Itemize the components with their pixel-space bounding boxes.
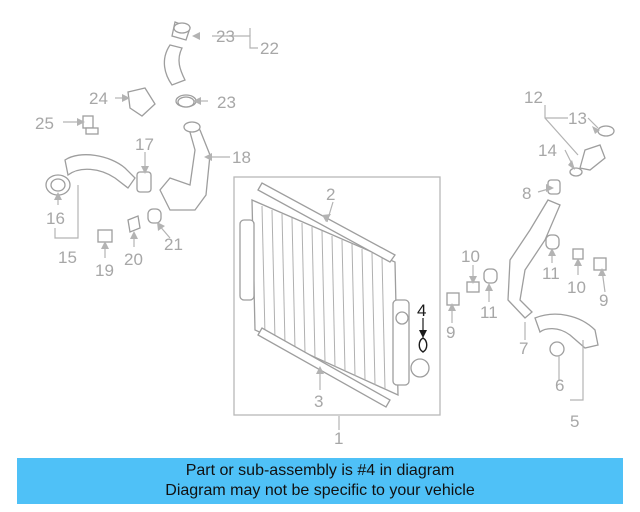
assembly-frame (233, 176, 441, 416)
arrowhead-13 (592, 126, 600, 134)
bolt-25 (82, 115, 99, 135)
callout-15: 15 (58, 248, 77, 267)
callout-17: 17 (135, 135, 154, 154)
callout-9-left: 9 (446, 323, 455, 342)
callout-22: 22 (260, 39, 279, 58)
arrowhead-20 (130, 231, 138, 239)
clip-20 (127, 215, 141, 233)
callout-25: 25 (35, 114, 54, 133)
banner-line-part: Part or sub-assembly is #4 in diagram (185, 462, 455, 479)
callout-11-right: 11 (542, 264, 560, 283)
arrowhead-23-top (192, 32, 200, 40)
callout-1: 1 (334, 429, 343, 448)
arrowhead-14 (568, 160, 575, 170)
info-banner: Part or sub-assembly is #4 in diagram Di… (17, 458, 623, 504)
grommet-21 (147, 208, 162, 224)
arrowhead-18 (204, 153, 212, 161)
arrowhead-3 (316, 366, 324, 374)
callout-24: 24 (89, 89, 108, 108)
callout-9-right: 9 (599, 291, 608, 310)
arrowheads (54, 32, 606, 374)
arrowhead-9-left (448, 303, 456, 311)
clip-17 (136, 171, 152, 193)
bolt-19 (97, 229, 113, 243)
seal-strip-top (257, 182, 396, 263)
parts-diagram: 1 2 3 4 5 6 7 8 9 9 10 10 11 11 12 13 14… (35, 21, 615, 448)
callout-14: 14 (538, 141, 557, 160)
callout-23-top: 23 (216, 27, 235, 46)
grommet-11-right (545, 234, 560, 250)
arrowhead-10-left (469, 276, 477, 284)
arrowhead-17 (141, 166, 149, 174)
hose-upper (163, 21, 197, 108)
arrowhead-24 (122, 94, 130, 102)
hose-right (507, 179, 599, 357)
arrowhead-10-right (574, 258, 582, 266)
callout-19: 19 (95, 261, 114, 280)
callout-10-left: 10 (461, 247, 480, 266)
callout-20: 20 (124, 250, 143, 269)
grommet-11-left (483, 268, 498, 284)
arrowhead-11-left (485, 283, 493, 291)
bolt-9-left (446, 292, 460, 306)
callout-11-left: 11 (480, 303, 498, 322)
arrowhead-11-right (548, 248, 556, 256)
callout-18: 18 (232, 148, 251, 167)
housing-24 (127, 87, 156, 117)
callout-13: 13 (568, 109, 587, 128)
hose-13-14 (569, 125, 615, 177)
banner-line-disclaimer: Diagram may not be specific to your vehi… (165, 482, 475, 499)
diagram-artwork (45, 21, 615, 416)
part-4-clip (418, 337, 428, 353)
callout-5: 5 (570, 412, 579, 431)
callout-21: 21 (164, 235, 183, 254)
hose-left (45, 154, 136, 196)
clamp-23-mid (177, 96, 195, 108)
callout-10-right: 10 (567, 278, 586, 297)
arrowhead-4 (419, 330, 427, 338)
intercooler-core (239, 198, 430, 397)
callout-labels: 1 2 3 4 5 6 7 8 9 9 10 10 11 11 12 13 14… (35, 27, 608, 448)
bolt-9-right (593, 257, 607, 271)
pipe-18 (159, 121, 211, 211)
callout-23-mid: 23 (217, 93, 236, 112)
arrowhead-21 (157, 222, 165, 231)
arrowhead-25 (77, 118, 85, 126)
callout-4: 4 (417, 301, 426, 320)
callout-6: 6 (555, 376, 564, 395)
callout-3: 3 (314, 392, 323, 411)
nut-10-right (572, 248, 584, 260)
clamp-23-top (173, 22, 191, 34)
callout-2: 2 (326, 185, 335, 204)
arrowhead-8 (546, 184, 554, 192)
arrowhead-16 (54, 192, 62, 200)
arrowhead-19 (101, 241, 109, 249)
callout-12: 12 (524, 88, 543, 107)
arrowhead-2 (322, 214, 331, 222)
callout-8: 8 (522, 184, 531, 203)
arrowhead-9-right (598, 268, 606, 276)
callout-16: 16 (46, 209, 65, 228)
arrowhead-23-mid (193, 97, 201, 105)
seal-strip-bottom (257, 327, 391, 408)
callout-7: 7 (519, 339, 528, 358)
